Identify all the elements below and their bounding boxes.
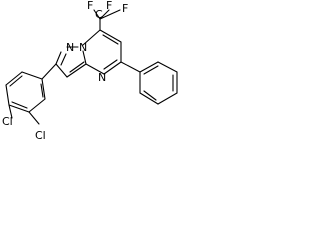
bond-c2-c3: [55, 63, 68, 78]
bond-ar-cl2: [28, 111, 40, 125]
bond-c7-n8a: [82, 29, 101, 46]
bond-ar-double-2: [11, 101, 28, 109]
bond-ph4: [157, 92, 178, 105]
bond-ph5: [139, 92, 159, 105]
bond-ar-cl1: [8, 104, 13, 119]
atom-c-cf3: C: [95, 8, 103, 21]
atom-f2: F: [106, 0, 112, 12]
bond-c7-c6: [99, 29, 122, 43]
bond-c5-n4-double: [103, 59, 118, 70]
bond-ar6: [21, 71, 43, 80]
bond-c-f2: [99, 9, 110, 20]
bond-c3-c3a-double: [69, 61, 85, 73]
bond-ar5: [5, 71, 23, 86]
bond-ph-double-1: [143, 65, 159, 75]
atom-labels: F F F C N N N Cl Cl: [2, 0, 128, 142]
bond-c3-c3a: [66, 63, 87, 78]
atom-cl2: Cl: [35, 129, 46, 142]
bond-ph2: [157, 61, 178, 73]
bond-c3a-n8a: [82, 50, 87, 65]
bond-ar1: [41, 78, 46, 100]
bond-c5-phenyl: [120, 61, 141, 73]
bond-ar4: [5, 84, 10, 106]
bond-ar-double-3: [9, 75, 23, 87]
bond-c-f3: [99, 9, 121, 20]
bond-n1-c2-double: [60, 53, 67, 66]
bond-ar2: [28, 98, 46, 113]
bond-ar3: [8, 104, 30, 113]
chemical-structure: F F F C N N N Cl Cl: [2, 0, 178, 142]
atom-n-ring3: N: [98, 71, 106, 84]
bond-n1-c2: [55, 51, 62, 65]
atom-f1: F: [87, 0, 93, 12]
bond-c7-c6-double: [102, 34, 119, 45]
bonds: [5, 9, 178, 125]
bond-ar-double-1: [40, 83, 44, 98]
bond-n4-c3a: [85, 63, 105, 75]
bond-c5-n4: [103, 61, 122, 75]
atom-cl1: Cl: [2, 115, 13, 128]
atom-f3: F: [122, 2, 128, 15]
atom-n-ring2: N: [66, 41, 74, 54]
bond-ph-double-3: [143, 90, 157, 101]
bond-c-f1: [93, 9, 101, 20]
bond-c2-aryl: [41, 63, 57, 80]
bond-ph1: [139, 61, 159, 73]
atom-n-ring1: N: [79, 41, 87, 54]
